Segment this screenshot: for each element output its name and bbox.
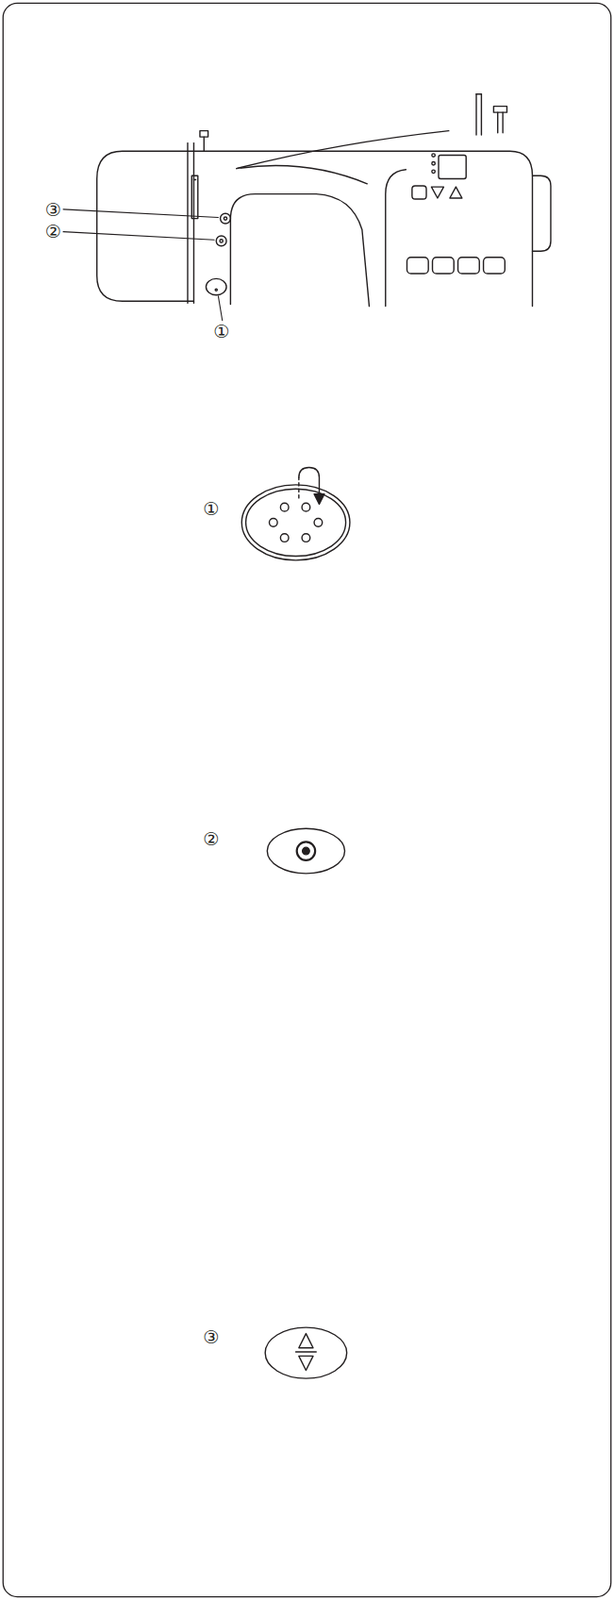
callout-number: ③ bbox=[45, 199, 62, 218]
callout-number: ① bbox=[213, 322, 230, 341]
callout-number: ① bbox=[202, 498, 219, 517]
callout-number: ② bbox=[45, 222, 62, 241]
reverse-button-icon bbox=[241, 466, 350, 560]
callout-number: ③ bbox=[202, 1327, 219, 1345]
sewing-machine bbox=[97, 94, 551, 307]
callout-number: ② bbox=[202, 829, 219, 847]
needle-up-down-button-icon bbox=[265, 1327, 348, 1378]
leader-line bbox=[63, 232, 215, 241]
lock-stitch-button-icon bbox=[266, 828, 345, 874]
leader-line bbox=[63, 209, 218, 218]
leader-line bbox=[217, 296, 222, 321]
